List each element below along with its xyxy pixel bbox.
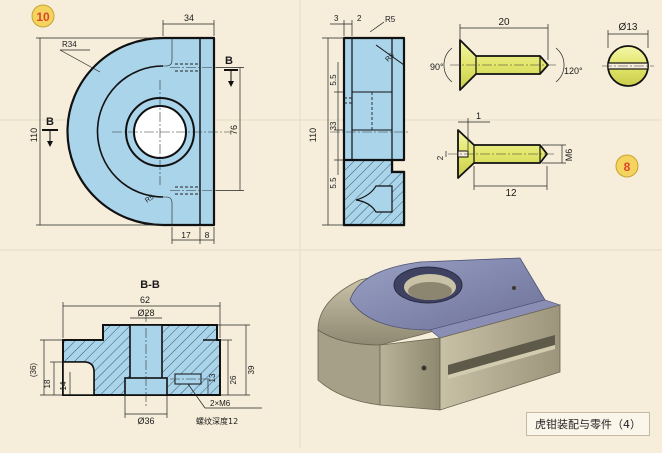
- dim-bottom-b: 8: [205, 230, 210, 240]
- svg-text:R5: R5: [384, 52, 395, 63]
- note-thread-depth: 螺纹深度12: [196, 416, 238, 426]
- dim-side-v1: 5.5: [329, 74, 338, 86]
- figure-caption: 虎钳装配与零件（4）: [526, 412, 650, 436]
- section-mark-left: B: [42, 116, 58, 147]
- section-bb: B-B 62 Ø28 Ø36 (36) 18: [29, 279, 262, 426]
- dim-height: 110: [29, 128, 39, 142]
- dim-screw-bottom-length: 12: [505, 188, 517, 199]
- dim-side-top-a: 3: [334, 14, 339, 23]
- svg-text:B: B: [225, 55, 233, 67]
- front-view: 34 R34 110 76 R5 17 8 B: [29, 13, 244, 244]
- dim-side-height: 110: [308, 128, 318, 142]
- screw-bottom-view: 1 2 M6 12: [436, 111, 574, 199]
- dim-screw-angle-left: 90°: [430, 62, 444, 72]
- note-thread: 2×M6: [210, 399, 231, 408]
- dim-screw-slot: 1: [476, 111, 481, 121]
- dim-bb-h-total: (36): [29, 363, 38, 378]
- dim-radius: R34: [62, 40, 77, 49]
- dim-bb-h-14: 14: [59, 381, 68, 390]
- dim-fillet: R5: [144, 194, 155, 205]
- dim-side-v2: 33: [329, 121, 338, 130]
- dim-screw-angle-right: 120°: [564, 66, 583, 76]
- dim-screw-diameter: Ø13: [619, 22, 638, 33]
- dim-bottom-a: 17: [181, 230, 191, 240]
- screw-number-text: 8: [624, 160, 631, 174]
- dim-screw-thread: M6: [564, 149, 574, 162]
- dim-bb-bore-top: Ø28: [137, 308, 154, 318]
- dim-screw-length: 20: [498, 17, 510, 28]
- dim-bb-bore-bottom: Ø36: [137, 416, 154, 426]
- dim-side-v3: 5.5: [329, 177, 338, 189]
- dim-bb-h-low: 18: [43, 379, 52, 388]
- dim-inner: 76: [229, 125, 239, 135]
- section-bb-title: B-B: [140, 279, 160, 291]
- dim-bb-width: 62: [140, 295, 150, 305]
- svg-text:B: B: [46, 116, 54, 128]
- section-mark-right: B: [224, 55, 238, 87]
- dim-top-width: 34: [184, 13, 194, 23]
- part-number-text: 10: [36, 10, 50, 24]
- dim-screw-slot-depth: 2: [436, 155, 445, 160]
- screw-top-view: 20 90° 120°: [430, 17, 583, 91]
- dim-bb-h-13: 13: [208, 373, 217, 382]
- dim-bb-h-39: 39: [247, 365, 256, 374]
- isometric-render: [317, 257, 562, 411]
- dim-bb-h-26: 26: [229, 375, 238, 384]
- side-view: 3 2 R5 R5 110 5.5 33 5.5: [308, 14, 410, 227]
- screw-end-view: Ø13: [602, 22, 654, 87]
- dim-side-chamfer: R5: [385, 15, 396, 24]
- screw-number-badge: 8: [615, 154, 639, 178]
- part-number-badge: 10: [31, 4, 55, 28]
- dim-side-top-b: 2: [357, 14, 362, 23]
